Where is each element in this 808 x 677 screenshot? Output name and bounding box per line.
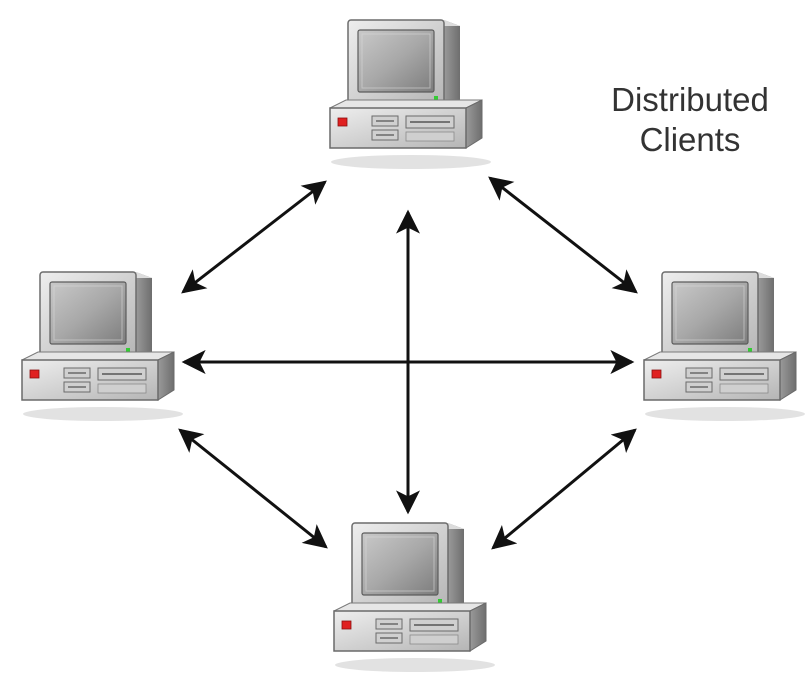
computer-right <box>643 271 806 422</box>
connection-top-left <box>181 180 327 294</box>
desktop-computer-icon <box>333 522 496 673</box>
computer-left <box>21 271 184 422</box>
caption-line-2: Clients <box>639 121 741 158</box>
computer-top <box>329 19 492 170</box>
connection-left-bottom <box>178 428 328 549</box>
connection-right-bottom <box>491 428 637 550</box>
diagram-caption: Distributed Clients <box>580 80 800 160</box>
desktop-computer-icon <box>643 271 806 422</box>
caption-line-1: Distributed <box>611 81 769 118</box>
computer-bottom <box>333 522 496 673</box>
connection-top-right <box>488 176 638 294</box>
connections <box>178 176 638 550</box>
desktop-computer-icon <box>21 271 184 422</box>
desktop-computer-icon <box>329 19 492 170</box>
